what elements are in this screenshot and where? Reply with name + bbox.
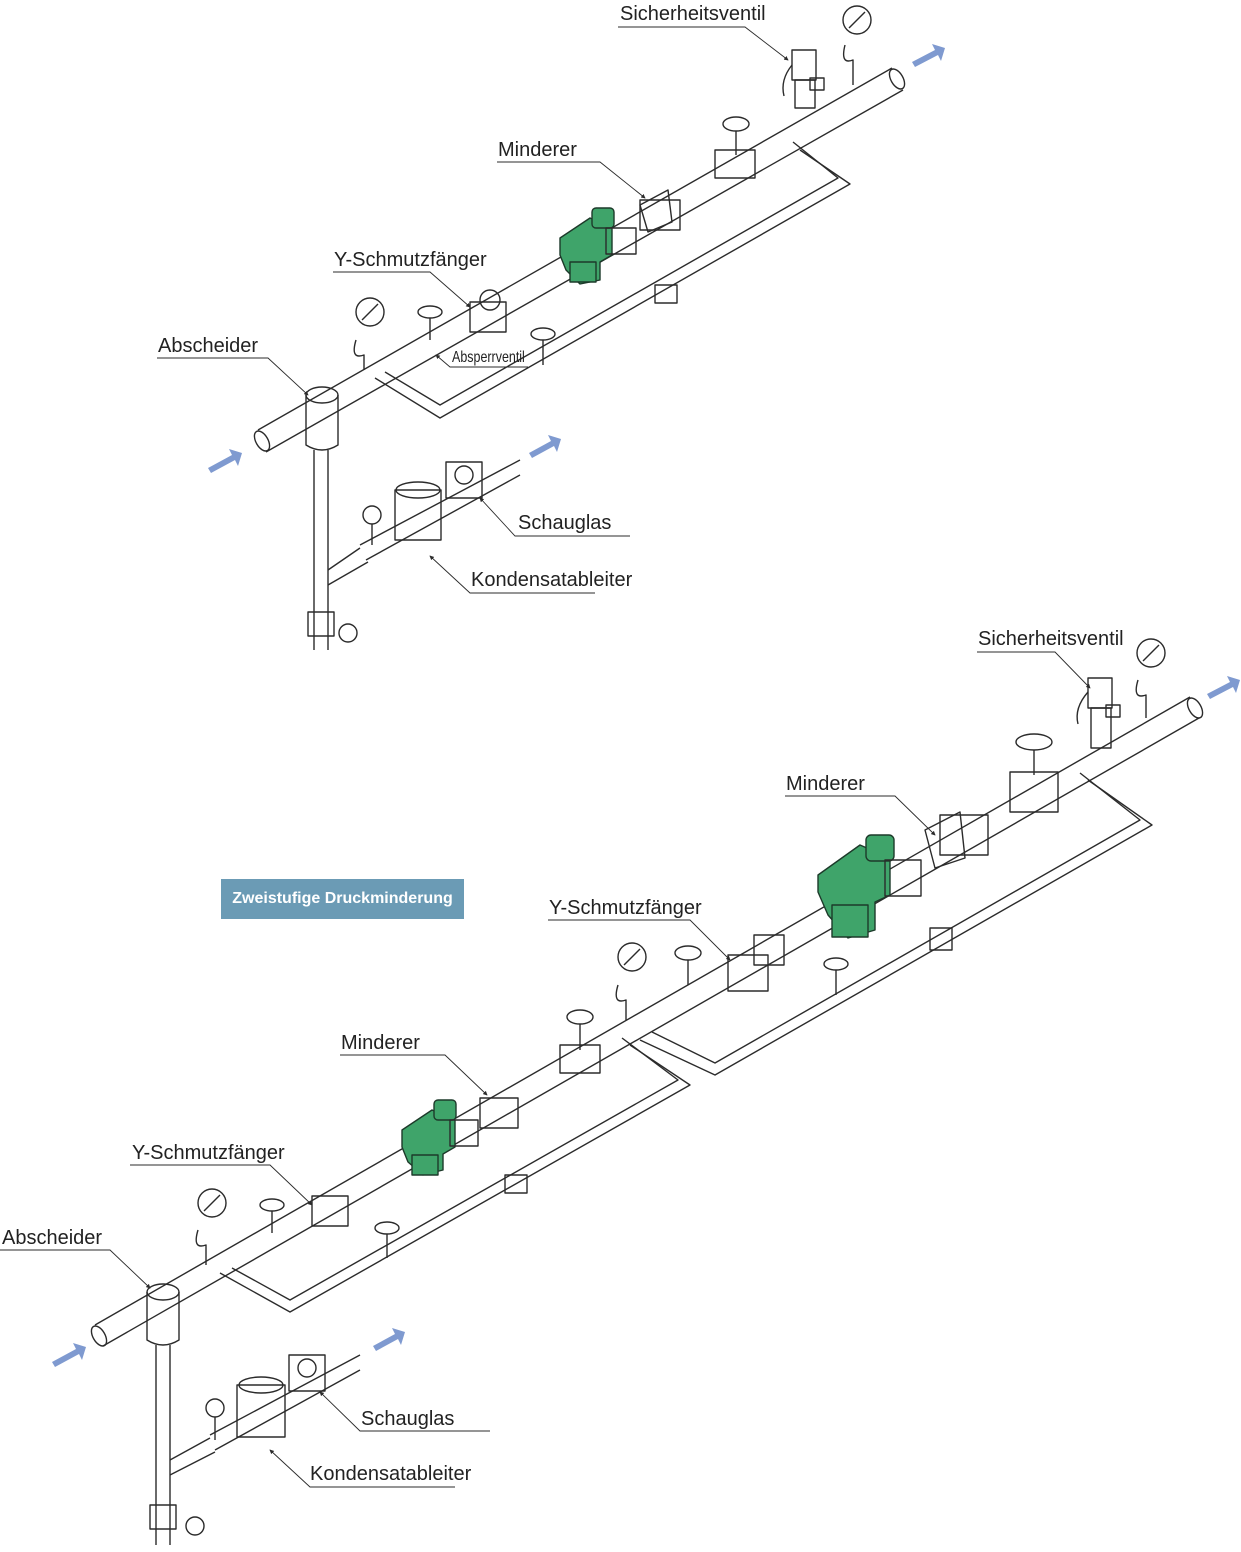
top-label-y-schmutzfaenger: Y-Schmutzfänger [334, 249, 487, 271]
bottom-label-y-schmutzfaenger-lower: Y-Schmutzfänger [132, 1142, 285, 1164]
top-outlet-arrow [912, 44, 945, 67]
top-diagram [253, 5, 906, 650]
section-badge-background [221, 879, 464, 919]
top-pressure-reducer [559, 207, 615, 285]
top-label-sicherheitsventil: Sicherheitsventil [620, 3, 766, 25]
top-separator [305, 386, 339, 451]
bottom-flow-arrows [52, 676, 1240, 1367]
top-label-kondensatableiter: Kondensatableiter [471, 569, 633, 591]
bottom-separator [146, 1283, 180, 1346]
bottom-gauges [195, 638, 1166, 1265]
bottom-pressure-reducer-upper [817, 834, 895, 939]
top-flow-arrows [208, 44, 945, 473]
top-gauges [353, 5, 872, 370]
bottom-label-kondensatableiter: Kondensatableiter [310, 1463, 472, 1485]
bottom-safety-valve [1076, 677, 1121, 749]
section-badge: Zweistufige Druckminderung [232, 890, 453, 907]
bottom-inlet-arrow [52, 1343, 86, 1367]
bottom-trap-outlet-arrow [373, 1328, 405, 1351]
top-leader-lines [157, 26, 789, 594]
bottom-label-abscheider: Abscheider [2, 1227, 103, 1249]
bottom-valves [259, 733, 1059, 1258]
bottom-label-schauglas: Schauglas [361, 1408, 455, 1430]
bottom-label-sicherheitsventil: Sicherheitsventil [978, 628, 1124, 650]
top-label-minderer: Minderer [498, 139, 577, 161]
bottom-drain-pipe [149, 1345, 216, 1545]
bottom-trap-branch [205, 1354, 361, 1451]
top-reducer-fittings [605, 189, 673, 255]
bottom-leader-lines [0, 651, 1091, 1488]
bottom-pressure-reducer-lower [401, 1099, 457, 1176]
bottom-outlet-arrow [1207, 676, 1240, 699]
bottom-label-minderer-lower: Minderer [341, 1032, 420, 1054]
top-label-absperrventil: Absperrventil [452, 349, 525, 366]
bottom-reducer-fittings [449, 811, 966, 1147]
top-inlet-arrow [208, 449, 242, 473]
top-label-abscheider: Abscheider [158, 335, 259, 357]
top-label-schauglas: Schauglas [518, 512, 612, 534]
bottom-main-pipe [90, 696, 1204, 1347]
top-bypass-pipe [374, 141, 851, 419]
top-safety-valve [782, 49, 825, 109]
top-trap-outlet-arrow [529, 435, 561, 458]
top-trap-branch [359, 459, 521, 561]
top-valves [417, 116, 756, 365]
bottom-label-minderer-upper: Minderer [786, 773, 865, 795]
bottom-diagram [90, 638, 1204, 1545]
bottom-label-y-schmutzfaenger-upper: Y-Schmutzfänger [549, 897, 702, 919]
top-drain-pipe [307, 450, 369, 650]
